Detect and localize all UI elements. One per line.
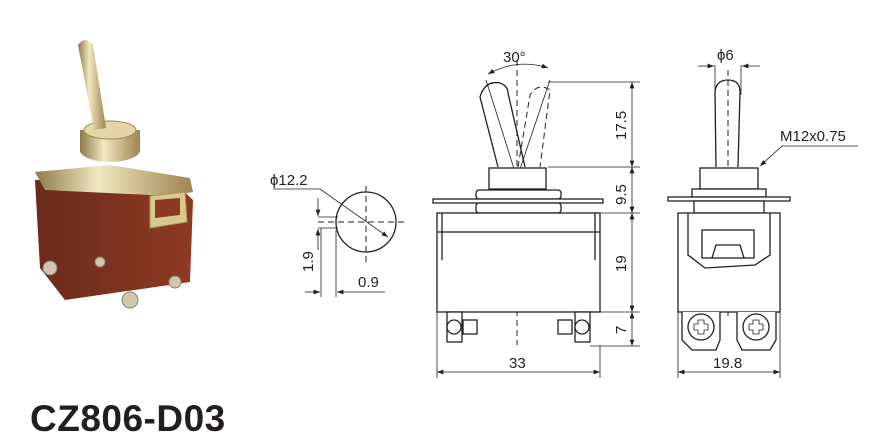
lever-diameter-label: ϕ6	[717, 47, 734, 64]
terminal-height-label: 7	[613, 326, 630, 334]
front-view: 30° 17.5 9.5 19 7 33	[432, 49, 640, 378]
lever-length-label: 17.5	[613, 111, 630, 140]
terminal-screws	[446, 311, 591, 343]
body-width-label: 33	[509, 355, 526, 372]
panel-cutout-view: ϕ12.2 1.9 0.9	[270, 172, 405, 297]
lever-angle-label: 30°	[503, 49, 526, 66]
body-depth-label: 19.8	[713, 355, 742, 372]
body-height-label: 19	[613, 255, 630, 272]
circle-diameter-label: ϕ12.2	[270, 172, 308, 189]
thread-label: M12x0.75	[780, 128, 846, 145]
bushing-height-label: 9.5	[613, 184, 630, 205]
product-photo	[35, 40, 193, 309]
model-title: CZ806-D03	[30, 398, 226, 439]
terminal-screws-side	[681, 312, 777, 351]
side-view: ϕ6 M12x0.75 19.8	[667, 47, 858, 378]
key-width-label: 0.9	[358, 274, 379, 291]
key-height-label: 1.9	[300, 251, 317, 272]
